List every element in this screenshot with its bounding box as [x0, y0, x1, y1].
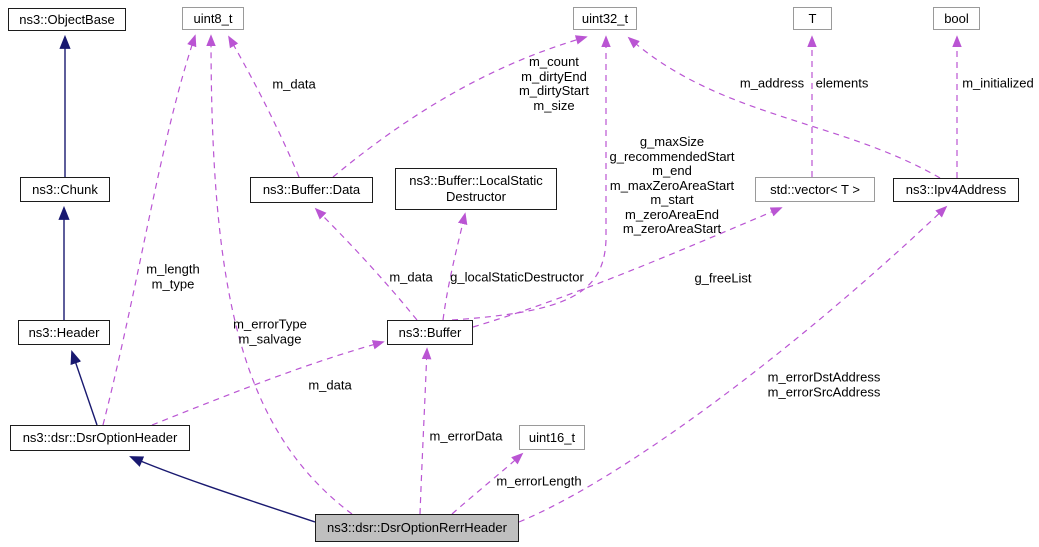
edge-label-buffer-to-uint32: g_maxSize g_recommendedStart m_end m_max… [609, 134, 735, 237]
node-label-buffer-data: ns3::Buffer::Data [262, 182, 361, 198]
node-bool: bool [933, 7, 980, 30]
edge-label-buffer-to-localstatic: g_localStaticDestructor [450, 269, 584, 285]
edge-label-bufferdata-to-uint8: m_data [272, 76, 316, 92]
edge-rerrheader-to-ipv4 [518, 205, 948, 523]
node-t: T [793, 7, 832, 30]
node-label-objectbase: ns3::ObjectBase [19, 11, 115, 27]
edge-label-dsroptionheader-to-uint8: m_length m_type [146, 261, 200, 291]
edge-label-ipv4-to-bool: m_initialized [962, 75, 1034, 91]
edge-ipv4-to-uint32 [627, 36, 941, 179]
edge-label-ipv4-to-uint32: m_address [739, 75, 805, 91]
node-label-uint8-t: uint8_t [193, 10, 233, 26]
node-objectbase[interactable]: ns3::ObjectBase [8, 8, 126, 31]
edge-buffer-to-bufferdata [314, 207, 418, 321]
node-header[interactable]: ns3::Header [18, 320, 110, 345]
node-dsroptionheader[interactable]: ns3::dsr::DsrOptionHeader [10, 425, 190, 451]
edge-rerrheader-to-uint16 [451, 452, 524, 515]
edge-label-rerrheader-to-ipv4: m_errorDstAddress m_errorSrcAddress [767, 369, 881, 399]
edge-buffer-to-uint32 [451, 35, 611, 321]
edge-rerrheader-to-dsroptionheader [129, 456, 316, 523]
node-label-bool: bool [944, 10, 969, 26]
edge-label-buffer-to-vector: g_freeList [694, 270, 752, 286]
edge-label-rerrheader-to-uint8: m_errorType m_salvage [233, 316, 307, 346]
node-label-buffer: ns3::Buffer [398, 324, 462, 340]
edge-rerrheader-to-buffer [419, 347, 432, 515]
node-uint16-t: uint16_t [519, 425, 585, 450]
node-label-std-vector: std::vector< T > [770, 181, 860, 197]
node-label-ipv4address: ns3::Ipv4Address [905, 182, 1007, 198]
edge-label-buffer-to-bufferdata: m_data [389, 269, 433, 285]
node-dsroptionrerrheader: ns3::dsr::DsrOptionRerrHeader [315, 514, 519, 542]
edge-rerrheader-to-uint8 [206, 34, 353, 515]
node-label-uint16-t: uint16_t [528, 429, 576, 445]
edge-label-bufferdata-to-uint32: m_count m_dirtyEnd m_dirtyStart m_size [518, 53, 590, 113]
edge-label-vector-to-t: elements [815, 75, 869, 91]
node-chunk[interactable]: ns3::Chunk [20, 177, 110, 202]
node-buffer-localstatic-destructor[interactable]: ns3::Buffer::LocalStatic Destructor [395, 168, 557, 210]
node-ipv4address[interactable]: ns3::Ipv4Address [893, 178, 1019, 202]
node-label-header: ns3::Header [28, 324, 100, 340]
edge-label-rerrheader-to-buffer: m_errorData [429, 428, 503, 444]
node-buffer[interactable]: ns3::Buffer [387, 320, 473, 345]
node-label-dsroptionrerrheader: ns3::dsr::DsrOptionRerrHeader [327, 520, 507, 536]
node-label-chunk: ns3::Chunk [32, 181, 98, 197]
node-label-uint32-t: uint32_t [581, 10, 629, 26]
edge-dsroptionheader-to-header [70, 350, 98, 426]
node-uint32-t: uint32_t [573, 7, 637, 30]
edge-bufferdata-to-uint8 [228, 35, 300, 178]
edge-buffer-to-localstatic [442, 212, 468, 321]
edge-label-dsroptionheader-to-buffer: m_data [308, 377, 352, 393]
node-label-buffer-localstatic-destructor: ns3::Buffer::LocalStatic Destructor [409, 173, 543, 204]
node-label-t: T [808, 10, 817, 26]
node-label-dsroptionheader: ns3::dsr::DsrOptionHeader [22, 430, 178, 446]
node-std-vector: std::vector< T > [755, 177, 875, 202]
edge-bufferdata-to-uint32 [332, 35, 588, 178]
node-buffer-data[interactable]: ns3::Buffer::Data [250, 177, 373, 203]
edge-buffer-to-vector [472, 207, 783, 328]
edge-label-rerrheader-to-uint16: m_errorLength [496, 473, 582, 489]
node-uint8-t: uint8_t [182, 7, 244, 30]
edge-dsroptionheader-to-uint8 [102, 34, 197, 426]
